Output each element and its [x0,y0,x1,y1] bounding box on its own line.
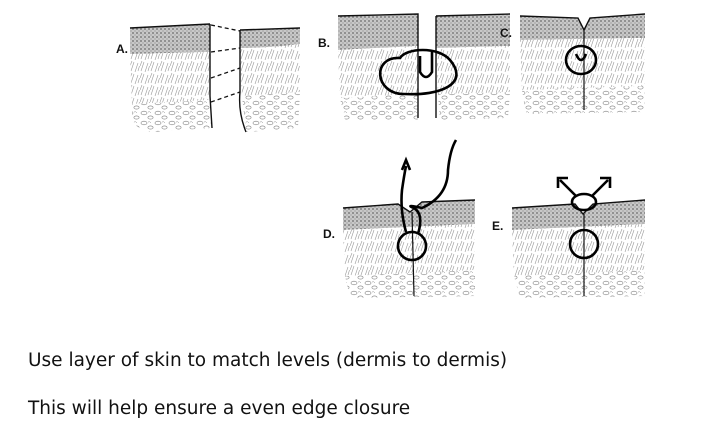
panel-e-skin [511,199,646,298]
panel-a-level-guides [210,24,241,103]
panel-b-right-skin [435,13,511,120]
panel-c-buried-knot [564,44,598,76]
suture-technique-figure: A. B. [116,13,646,298]
caption-even-closure: This will help ensure a even edge closur… [28,398,411,419]
panel-a: A. [116,23,301,133]
panel-a-label: A. [116,42,128,56]
panel-b-left-skin [337,13,419,120]
panel-e: E. [492,176,646,298]
panel-c-skin [519,13,646,114]
panel-d-label: D. [323,227,335,241]
panel-d: D. [323,139,476,298]
panel-a-right-skin [238,27,301,133]
panel-c-label: C. [500,26,512,40]
panel-d-skin [342,199,476,298]
caption-dermis-match: Use layer of skin to match levels (dermi… [28,350,508,371]
panel-b: B. [318,13,511,120]
panel-b-label: B. [318,36,330,50]
panel-d-suture [396,139,458,262]
panel-a-left-skin [129,23,213,132]
panel-b-suture-loop [378,48,458,96]
panel-e-label: E. [492,219,503,233]
panel-c: C. [500,13,646,114]
panel-e-suture [556,176,612,260]
